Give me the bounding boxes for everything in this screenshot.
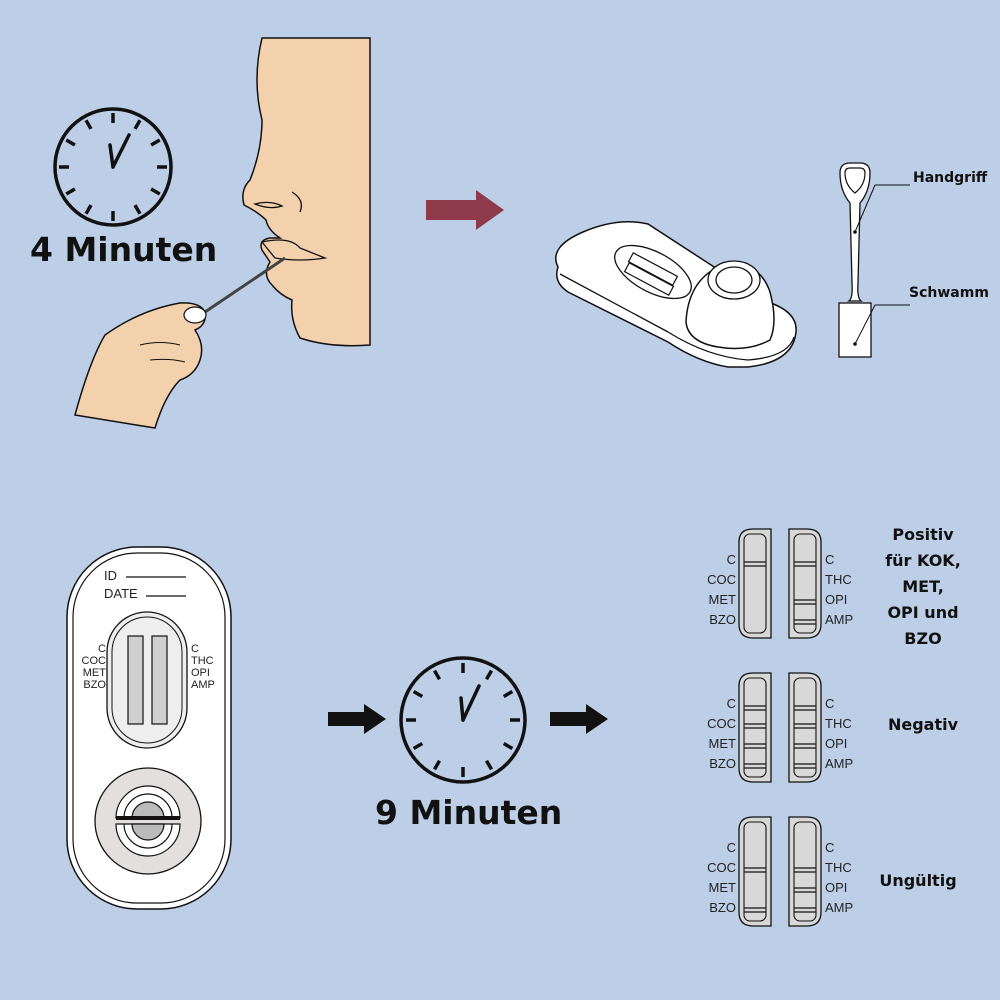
cassette-label: BZO <box>83 679 106 691</box>
result-test-strips <box>738 816 822 927</box>
strip-label: AMP <box>825 900 854 915</box>
clock-tick <box>484 759 494 771</box>
clock-tick <box>150 187 161 196</box>
strip-left-labels: C COC MET BZO <box>700 694 736 774</box>
result-label-line: MET, <box>902 577 944 596</box>
strip-label: OPI <box>825 880 848 895</box>
strip-label: BZO <box>709 756 736 771</box>
cassette-label: C <box>191 643 199 655</box>
result-positive-label: Positiv für KOK, MET, OPI und BZO <box>868 522 978 652</box>
saliva-collector-device <box>555 221 797 368</box>
result-test-strips <box>738 528 822 639</box>
handle-callout-label: Handgriff <box>913 170 988 186</box>
strip-label: COC <box>707 860 736 875</box>
strip-left-labels: C COC MET BZO <box>700 838 736 918</box>
clock-tick <box>432 669 442 681</box>
strip-right-labels: C THC OPI AMP <box>825 838 853 918</box>
cassette-label: MET <box>82 667 106 679</box>
result-invalid-label: Ungültig <box>879 871 957 890</box>
clock-tick <box>65 138 76 147</box>
strip-label: C <box>726 840 736 855</box>
result-negative-label: Negativ <box>887 715 959 734</box>
result-label-line: für KOK, <box>885 551 961 570</box>
strip-right-labels: C THC OPI AMP <box>825 694 853 774</box>
clock-tick <box>133 204 142 215</box>
arrow-right-icon <box>328 704 386 734</box>
cassette-label: C <box>98 643 106 655</box>
clock-tick <box>502 741 514 751</box>
cassette-label: OPI <box>191 667 210 679</box>
cassette-date-label: DATE <box>104 586 138 601</box>
strip-label: COC <box>707 572 736 587</box>
cassette-id-label: ID <box>104 568 117 583</box>
strip-label: C <box>825 552 835 567</box>
clock-tick <box>65 187 76 196</box>
strip-label: AMP <box>825 756 854 771</box>
result-label-line: OPI und <box>887 603 959 622</box>
strip-label: MET <box>708 736 736 751</box>
swab-illustration <box>838 162 910 358</box>
step3-duration-label: 9 Minuten <box>375 793 563 832</box>
cassette-label: THC <box>191 655 214 667</box>
strip-label: C <box>726 552 736 567</box>
cassette-label: COC <box>81 655 106 667</box>
arrow-right-icon <box>426 190 504 230</box>
clock-tick <box>84 119 93 130</box>
clock-tick <box>502 689 514 699</box>
result-label-line: Positiv <box>892 525 954 544</box>
strip-label: C <box>825 696 835 711</box>
clock-tick <box>84 204 93 215</box>
strip-left-labels: C COC MET BZO <box>700 550 736 630</box>
strip-label: C <box>825 840 835 855</box>
arrow-right-icon <box>550 704 608 734</box>
cassette-label: AMP <box>191 679 215 691</box>
clock-tick <box>412 689 424 699</box>
clock-tick <box>133 119 142 130</box>
strip-label: AMP <box>825 612 854 627</box>
strip-label: OPI <box>825 592 848 607</box>
strip-right-labels: C THC OPI AMP <box>825 550 853 630</box>
clock-tick <box>412 741 424 751</box>
sponge-callout-label: Schwamm <box>909 285 989 301</box>
clock-icon <box>399 656 527 784</box>
test-cassette <box>66 546 232 910</box>
clock-tick <box>484 669 494 681</box>
clock-tick <box>150 138 161 147</box>
face-profile-illustration <box>74 37 371 429</box>
clock-icon <box>53 107 173 227</box>
strip-label: THC <box>825 716 852 731</box>
strip-label: MET <box>708 592 736 607</box>
step1-duration-label: 4 Minuten <box>30 230 218 269</box>
strip-label: MET <box>708 880 736 895</box>
strip-label: OPI <box>825 736 848 751</box>
strip-label: THC <box>825 860 852 875</box>
clock-tick <box>432 759 442 771</box>
result-label-line: BZO <box>904 629 942 648</box>
strip-label: BZO <box>709 900 736 915</box>
cassette-left-labels: C COC MET BZO <box>72 643 106 691</box>
strip-label: THC <box>825 572 852 587</box>
cassette-right-labels: C THC OPI AMP <box>191 643 215 691</box>
strip-label: C <box>726 696 736 711</box>
strip-label: COC <box>707 716 736 731</box>
result-test-strips <box>738 672 822 783</box>
strip-label: BZO <box>709 612 736 627</box>
